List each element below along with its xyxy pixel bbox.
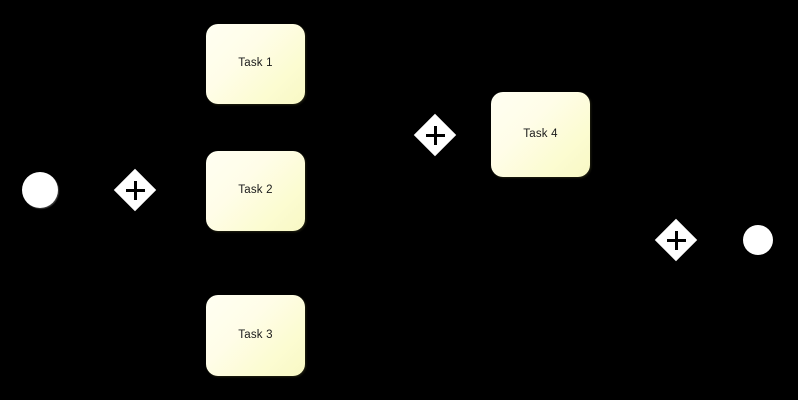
end-event[interactable] [743,225,773,255]
task-node-task-3[interactable]: Task 3 [206,295,305,376]
plus-icon-vertical [433,125,437,145]
task-label: Task 3 [238,328,273,341]
task-label: Task 4 [523,127,558,140]
task-node-task-1[interactable]: Task 1 [206,24,305,104]
task-label: Task 1 [238,57,273,70]
plus-icon-vertical [674,230,678,250]
task-node-task-2[interactable]: Task 2 [206,151,305,231]
parallel-gateway-join-final[interactable] [654,218,698,262]
task-label: Task 2 [238,184,273,197]
task-node-task-4[interactable]: Task 4 [491,92,590,177]
parallel-gateway-split[interactable] [113,168,157,212]
plus-icon-vertical [133,180,137,200]
parallel-gateway-join-upper[interactable] [413,113,457,157]
start-event[interactable] [22,172,58,208]
